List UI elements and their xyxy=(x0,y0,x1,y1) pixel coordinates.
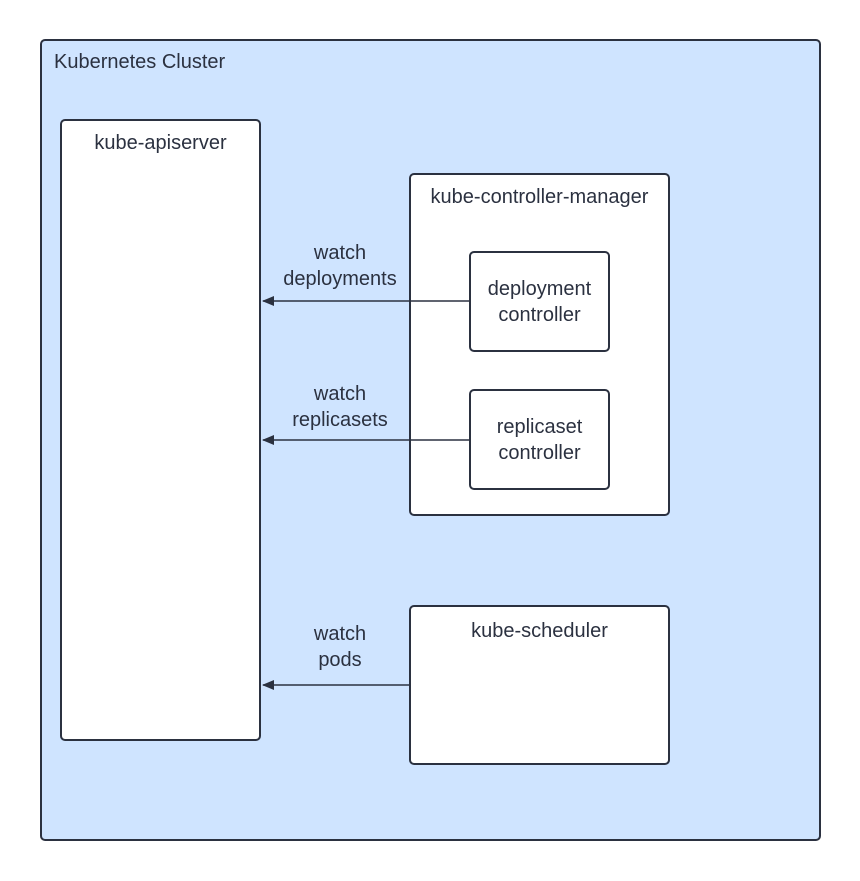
replicaset-controller-label: replicaset controller xyxy=(471,391,608,488)
edge-label-line1: watch xyxy=(313,242,367,264)
deployment-controller-label: deployment controller xyxy=(471,253,608,350)
deployment-controller-line1: deployment xyxy=(487,277,592,300)
edge-label-line2: pods xyxy=(318,649,362,671)
watch-pods-label: watch pods xyxy=(270,621,410,673)
watch-replicasets-label: watch replicasets xyxy=(270,381,410,433)
cluster-label: Kubernetes Cluster xyxy=(54,51,226,73)
deployment-controller-box[interactable]: deployment controller xyxy=(469,251,610,352)
replicaset-controller-box[interactable]: replicaset controller xyxy=(469,389,610,490)
watch-deployments-label: watch deployments xyxy=(270,240,410,292)
kube-scheduler-box[interactable]: kube-scheduler xyxy=(409,605,670,765)
edge-label-line2: deployments xyxy=(283,268,397,290)
edge-label-line1: watch xyxy=(313,383,367,405)
replicaset-controller-line2: controller xyxy=(498,441,581,464)
kube-apiserver-label: kube-apiserver xyxy=(94,132,227,154)
edge-label-line1: watch xyxy=(313,623,367,645)
kube-scheduler-label: kube-scheduler xyxy=(471,620,608,642)
edge-label-line2: replicasets xyxy=(292,409,388,431)
kube-controller-manager-label: kube-controller-manager xyxy=(430,186,649,208)
replicaset-controller-line1: replicaset xyxy=(496,415,583,438)
kube-apiserver-box[interactable]: kube-apiserver xyxy=(60,119,261,741)
deployment-controller-line2: controller xyxy=(498,303,581,326)
